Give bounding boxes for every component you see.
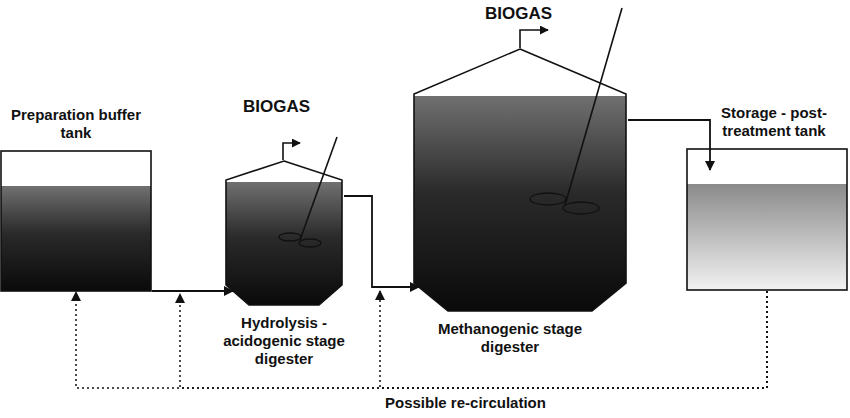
tank-label: Preparation buffer tank (0, 106, 152, 142)
edge-label: Possible re-circulation (383, 394, 548, 412)
gas-label: BIOGAS (243, 97, 310, 117)
tank-node: Hydrolysis - acidogenic stage digester (224, 160, 344, 306)
tank-node: Methanogenic stage digester (412, 48, 628, 313)
gas-outlet (283, 143, 300, 160)
flow-arrow (628, 120, 710, 170)
tank-shape (412, 48, 628, 313)
tank-label: Storage - post-treatment tank (710, 104, 838, 140)
tank-shape (224, 160, 344, 306)
gas-label: BIOGAS (485, 4, 552, 24)
tank-shape (0, 150, 152, 292)
tank-label: Methanogenic stage digester (430, 320, 590, 356)
tank-shape (686, 148, 848, 291)
flow-arrow (152, 290, 233, 292)
tank-node: Preparation buffer tank (0, 150, 152, 292)
gas-outlet (520, 30, 548, 48)
flow-arrow (344, 196, 419, 287)
recirculation-line (76, 291, 767, 388)
tank-label: Hydrolysis - acidogenic stage digester (214, 314, 354, 368)
tank-node: Storage - post-treatment tank (686, 148, 848, 291)
